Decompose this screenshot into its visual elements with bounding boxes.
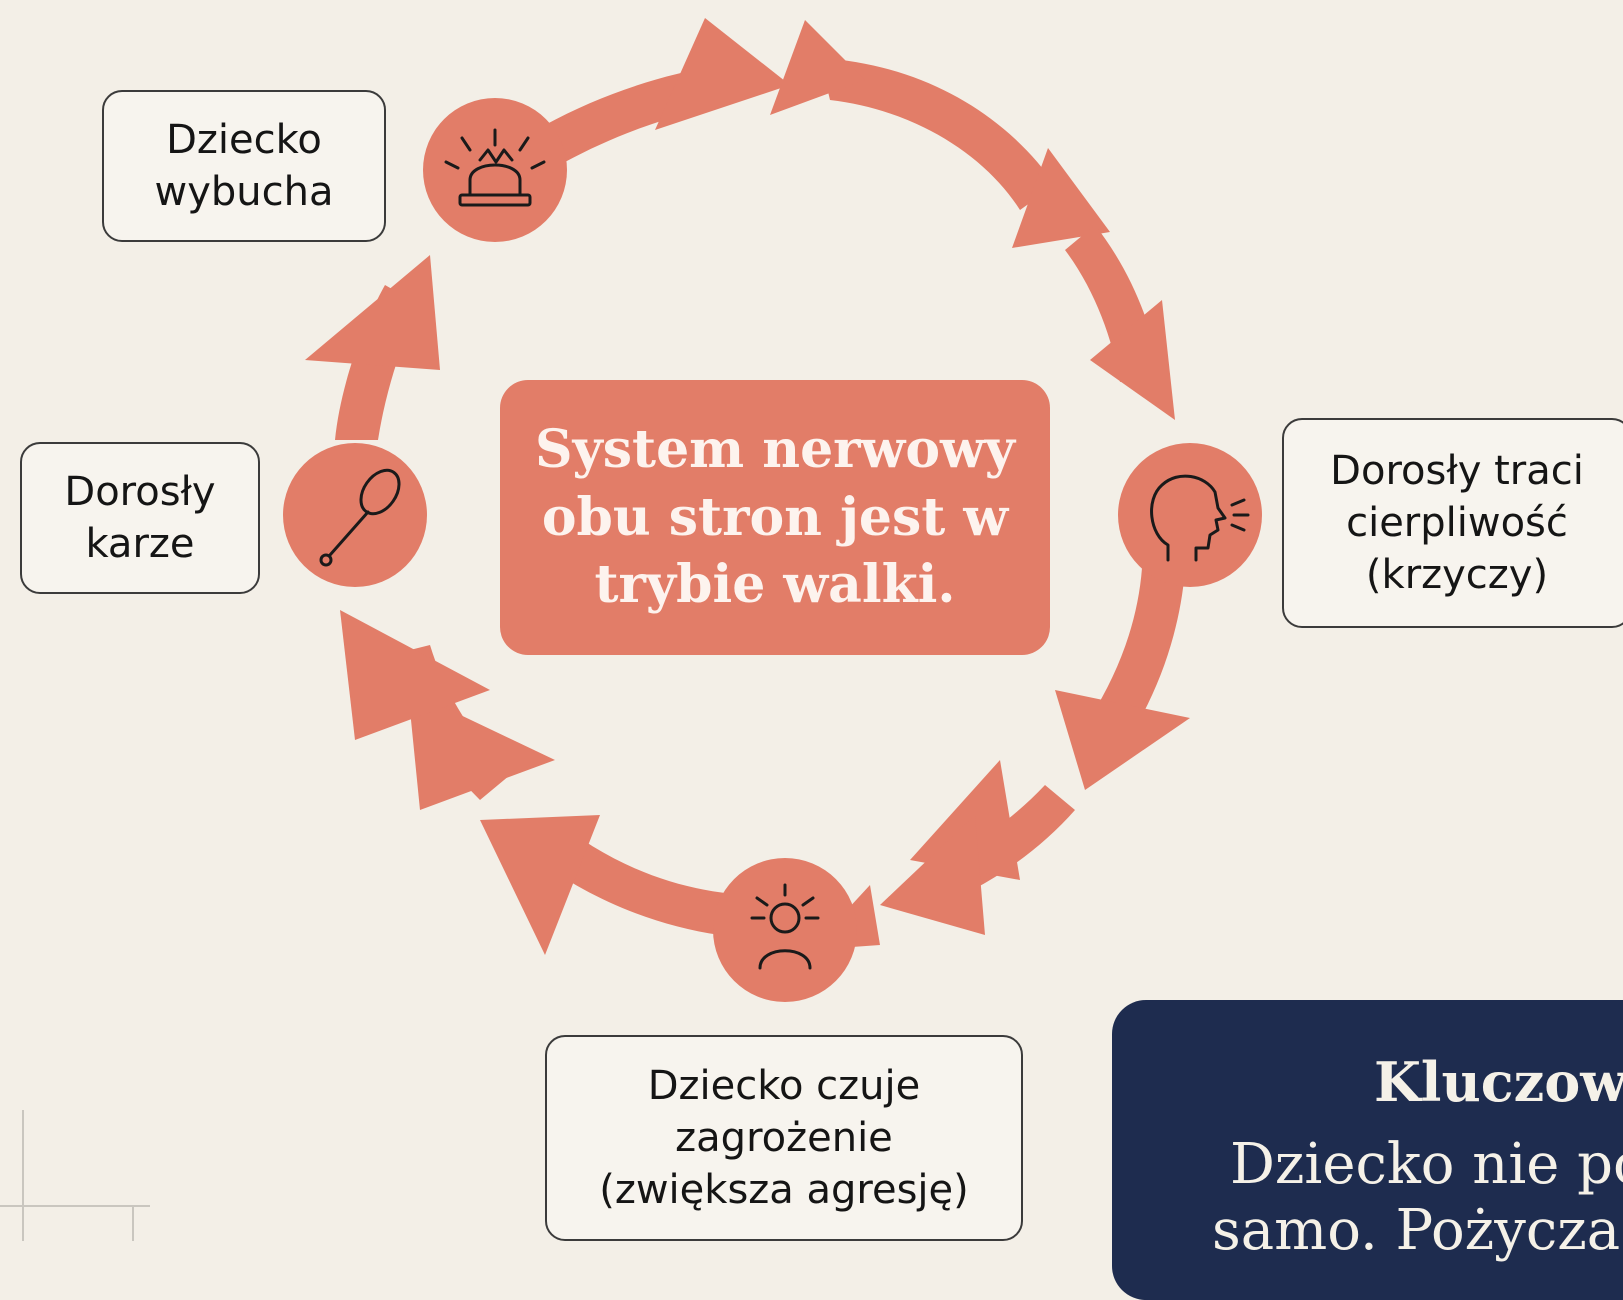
stage-node <box>283 443 427 587</box>
stage-label-text: Dziecko czuje zagrożenie (zwiększa agres… <box>599 1063 969 1213</box>
cycle-arrow <box>1090 568 1185 745</box>
stage-label-text: Dziecko wybucha <box>154 117 334 215</box>
cycle-arrowhead <box>408 690 555 810</box>
cycle-arrowhead <box>480 815 600 955</box>
stressed-person-icon <box>750 883 820 970</box>
key-message-title: Kluczow <box>1374 1050 1623 1114</box>
corner-guide-line <box>22 1110 24 1241</box>
center-statement-text: System nerwowy obu stron jest w trybie w… <box>535 419 1015 616</box>
siren-icon <box>444 128 546 207</box>
cycle-diagram: System nerwowy obu stron jest w trybie w… <box>0 18 1623 1300</box>
cycle-arrow <box>820 58 1055 210</box>
cycle-arrows <box>283 18 1262 1002</box>
stage-label-child-explodes: Dziecko wybucha <box>102 90 386 242</box>
cycle-arrowhead <box>1055 690 1190 790</box>
cycle-arrowhead <box>305 255 440 370</box>
cycle-arrowhead <box>910 760 1020 880</box>
stage-label-child-feels-threat: Dziecko czuje zagrożenie (zwiększa agres… <box>545 1035 1023 1241</box>
stage-node <box>1118 443 1262 587</box>
corner-guide-line <box>132 1205 134 1241</box>
shouting-head-icon <box>1150 474 1250 562</box>
key-message-line: Dziecko nie po <box>1230 1132 1623 1197</box>
stage-label-text: Dorosły traci cierpliwość (krzyczy) <box>1330 448 1584 598</box>
wooden-spoon-icon <box>319 468 401 567</box>
stage-label-text: Dorosły karze <box>64 469 216 567</box>
stage-label-adult-punishes: Dorosły karze <box>20 442 260 594</box>
key-message-panel: Kluczow Dziecko nie po samo. Pożycza <box>1112 1000 1623 1300</box>
stage-node <box>423 98 567 242</box>
cycle-arrowhead <box>340 610 490 740</box>
cycle-arrowhead <box>880 815 985 935</box>
cycle-arrowhead <box>655 18 790 130</box>
cycle-arrowhead <box>1090 300 1175 420</box>
key-message-line: samo. Pożycza <box>1212 1198 1621 1263</box>
cycle-arrowhead <box>1012 148 1110 248</box>
stage-node <box>713 858 857 1002</box>
stage-label-adult-loses-patience: Dorosły traci cierpliwość (krzyczy) <box>1282 418 1623 628</box>
cycle-arrowhead <box>770 20 865 115</box>
corner-guide-line <box>0 1205 150 1207</box>
center-statement: System nerwowy obu stron jest w trybie w… <box>500 380 1050 655</box>
